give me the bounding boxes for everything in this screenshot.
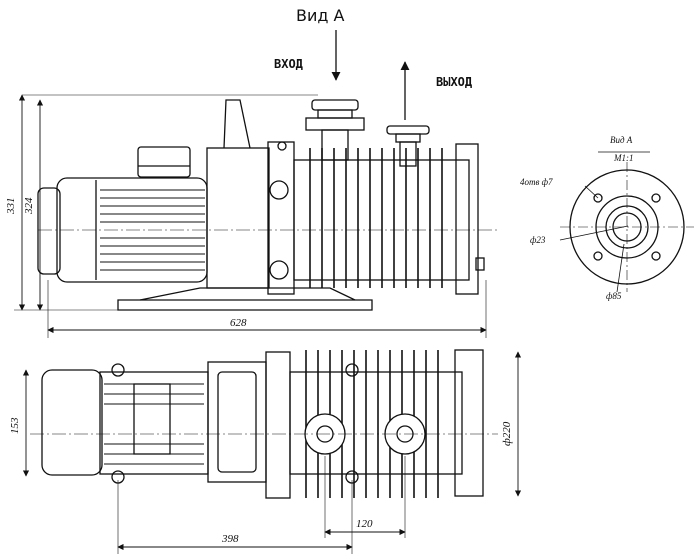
inlet-flange xyxy=(305,99,365,161)
flange-diameter-dim: ф220 xyxy=(501,421,513,446)
inlet-label: ВХОД xyxy=(274,57,303,71)
pump-rear-cover xyxy=(455,143,479,295)
port-spacing-dim: 120 xyxy=(356,518,373,530)
pump-cylinder-plan xyxy=(289,371,463,475)
flange-label: ф85 xyxy=(606,291,622,301)
lifting-handle xyxy=(223,99,251,149)
terminal-box-plan xyxy=(133,383,171,455)
base-length-dim: 398 xyxy=(222,533,239,545)
holes-label: 4отв ф7 xyxy=(520,177,553,187)
motor-cooling-fins xyxy=(100,189,205,271)
width-dim: 153 xyxy=(9,417,21,435)
rear-flange-plan xyxy=(454,349,484,497)
motor-body-plan xyxy=(41,369,103,476)
pump-front-cover xyxy=(267,141,295,295)
outlet-label: ВЫХОД xyxy=(436,75,473,89)
base-frame xyxy=(117,299,373,311)
inner-height-dim: 324 xyxy=(23,197,35,215)
front-view xyxy=(14,30,498,338)
overall-height-dim: 331 xyxy=(5,197,17,215)
terminal-box xyxy=(137,146,191,178)
detail-view-title: Вид А xyxy=(610,135,633,145)
outlet-flange xyxy=(386,125,430,167)
view-title: Вид А xyxy=(296,6,345,25)
bore-label: ф23 xyxy=(530,235,546,245)
coupling-housing xyxy=(206,147,270,289)
plan-view xyxy=(22,349,522,554)
pump-cooling-fins xyxy=(309,148,443,288)
detail-view-a xyxy=(559,151,694,293)
detail-view-scale: М1:1 xyxy=(614,153,634,163)
overall-length-dim: 628 xyxy=(230,317,247,329)
